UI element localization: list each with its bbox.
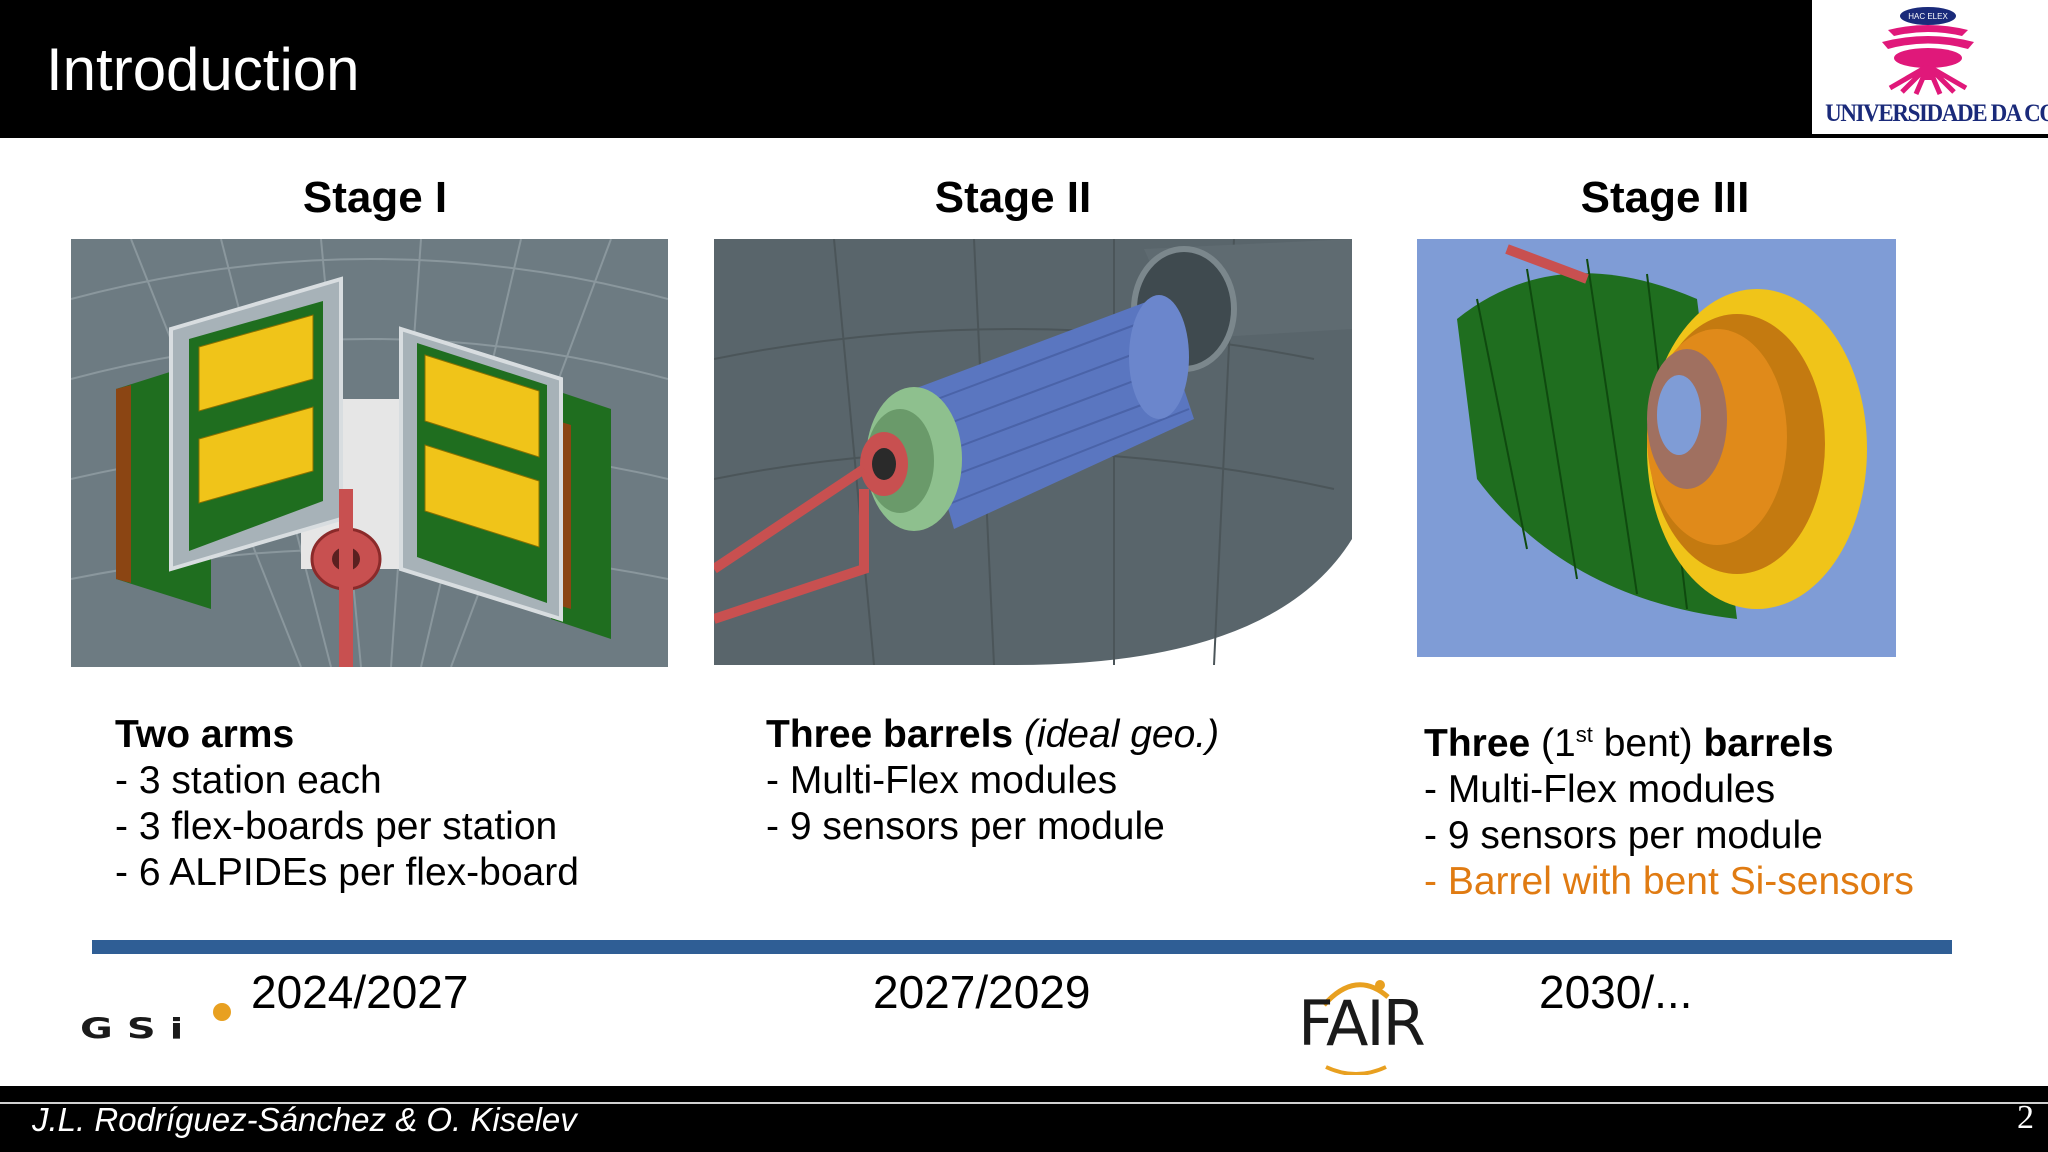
stage-1-year: 2024/2027 — [251, 966, 469, 1018]
stage-3-heading-part: bent) — [1592, 722, 1693, 765]
stage-3-bent-barrels-image — [1417, 239, 1896, 657]
stage-3-highlight-bullet: - Barrel with bent Si-sensors — [1424, 860, 1914, 903]
stage-1-description: Two arms - 3 station each - 3 flex-board… — [115, 712, 579, 896]
stage-1-heading: Two arms — [115, 713, 295, 756]
footer-bar — [0, 1086, 2048, 1152]
slide-title: Introduction — [46, 36, 360, 103]
page-number: 2 — [2017, 1099, 2034, 1136]
stage-2-barrel-image — [714, 239, 1352, 665]
stage-3-heading-part: barrels — [1703, 722, 1834, 765]
fair-logo: FAIR — [1296, 975, 1426, 1076]
stage-1-title: Stage I — [302, 173, 448, 222]
stage-2-year: 2027/2029 — [873, 966, 1091, 1018]
stage-3-bullet: - Multi-Flex modules — [1424, 768, 1776, 811]
university-seal-icon: HAC ELEX — [1882, 7, 1974, 95]
university-motto: HAC ELEX — [1908, 12, 1948, 21]
stage-2-description: Three barrels (ideal geo.) - Multi-Flex … — [766, 712, 1219, 850]
university-logo: HAC ELEX UNIVERSIDADE DA CORUÑA — [1812, 0, 2048, 134]
stage-3-heading-part: Three — [1424, 722, 1531, 765]
stage-2-heading-note: (ideal geo.) — [1023, 713, 1220, 756]
stage-2-title: Stage II — [934, 173, 1092, 222]
stage-3-heading-part: (1 — [1541, 722, 1576, 765]
stage-2-bullet: - Multi-Flex modules — [766, 759, 1118, 802]
fair-logo-icon — [1322, 980, 1390, 1076]
stage-3-year: 2030/... — [1539, 966, 1693, 1018]
stage-1-bullet: - 3 station each — [115, 759, 382, 802]
stage-3-bullet: - 9 sensors per module — [1424, 814, 1823, 857]
stage-3-title: Stage III — [1580, 173, 1750, 222]
footer-authors: J.L. Rodríguez-Sánchez & O. Kiselev — [32, 1101, 577, 1138]
gsi-logo: GSi — [78, 1000, 248, 1060]
stage-1-two-arms-image — [71, 239, 668, 667]
timeline-bar — [92, 940, 1952, 954]
stage-1-bullet: - 6 ALPIDEs per flex-board — [115, 851, 579, 894]
gsi-logo-text: GSi — [80, 1012, 198, 1046]
gsi-logo-icon — [213, 1003, 231, 1021]
stage-3-description: Three (1st bent) barrels - Multi-Flex mo… — [1424, 712, 1914, 905]
stage-3-heading-sup: st — [1575, 722, 1593, 747]
university-name: UNIVERSIDADE DA CORUÑA — [1825, 100, 2048, 127]
footer-rule — [0, 1102, 2048, 1104]
title-bar: Introduction — [0, 0, 2048, 138]
stage-2-heading: Three barrels — [766, 713, 1014, 756]
stage-1-bullet: - 3 flex-boards per station — [115, 805, 558, 848]
fair-logo-text: FAIR — [1298, 987, 1426, 1060]
stage-2-bullet: - 9 sensors per module — [766, 805, 1165, 848]
